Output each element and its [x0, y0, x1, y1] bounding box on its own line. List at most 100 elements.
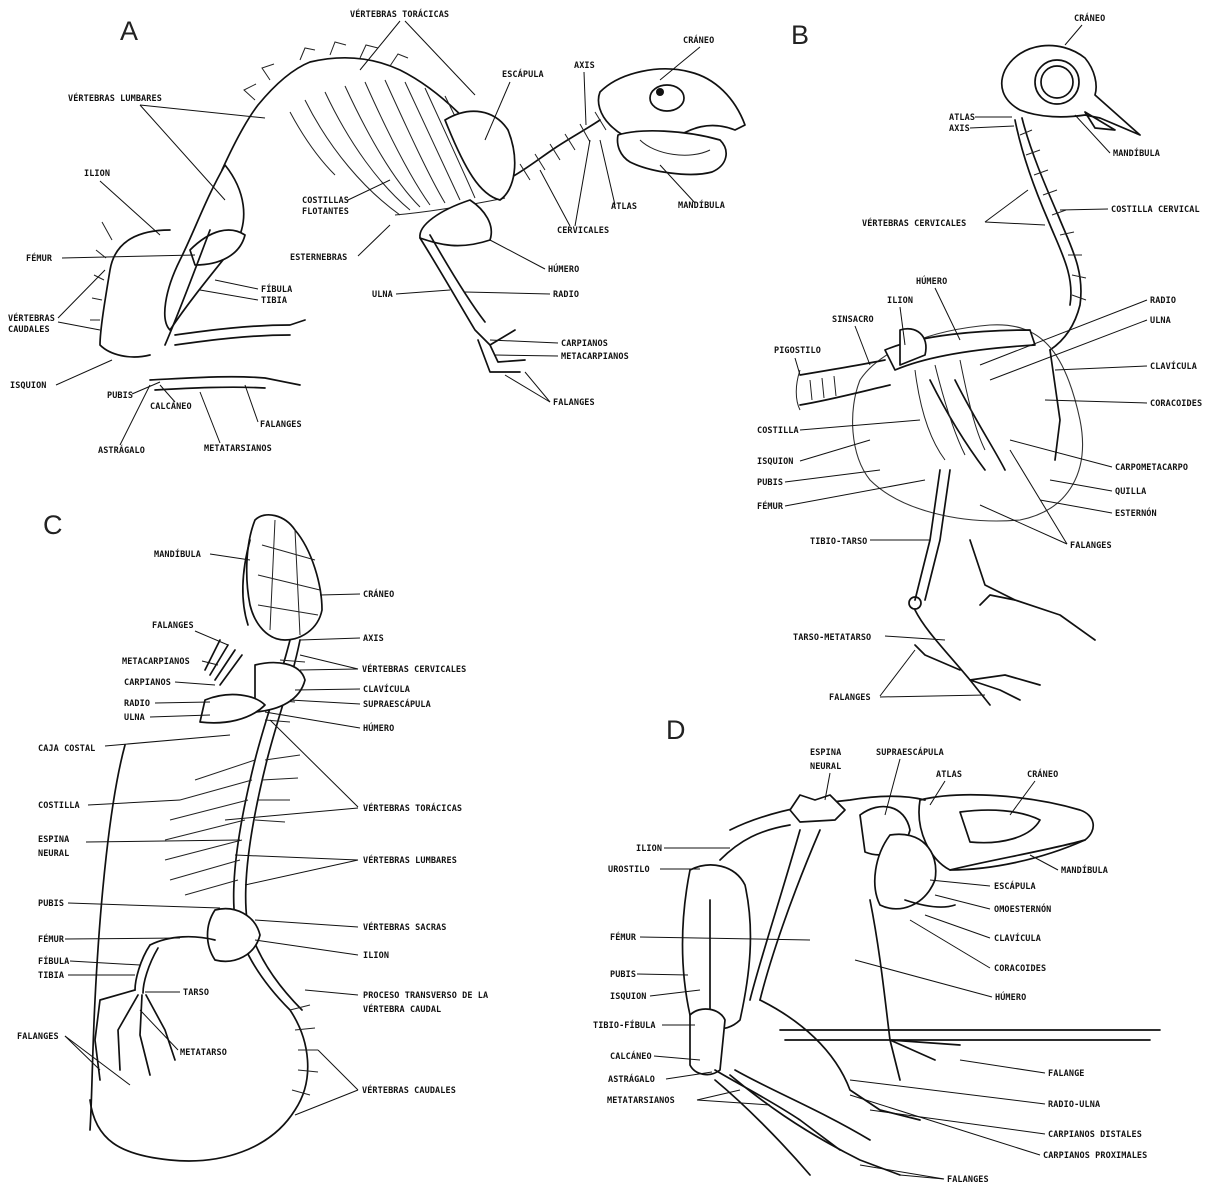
label-d-isquion: ISQUION: [610, 992, 647, 1002]
label-c-espina-1: ESPINA: [38, 835, 69, 845]
label-c-proceso-2: VÉRTEBRA CAUDAL: [363, 1003, 441, 1015]
label-b-femur: FÉMUR: [757, 500, 784, 512]
label-a-mandibula: MANDÍBULA: [678, 199, 725, 211]
panel-a-hindlimb-drawing: [150, 165, 305, 390]
label-a-vertebras-lumbares: VÉRTEBRAS LUMBARES: [68, 92, 162, 104]
label-d-atlas: ATLAS: [936, 770, 962, 780]
label-c-tarso: TARSO: [183, 988, 209, 998]
label-d-calcaneo: CALCÁNEO: [610, 1050, 652, 1062]
panel-a-tail-drawing: [100, 230, 170, 357]
label-b-radio: RADIO: [1150, 296, 1176, 306]
label-a-fibula: FÍBULA: [261, 283, 292, 295]
label-b-tarso-metatarso: TARSO-METATARSO: [793, 633, 871, 643]
label-c-radio: RADIO: [124, 699, 150, 709]
label-b-coracoides: CORACOIDES: [1150, 399, 1202, 409]
label-c-metacarpianos: METACARPIANOS: [122, 657, 190, 667]
label-a-esternebras: ESTERNEBRAS: [290, 253, 347, 263]
panel-c-line-drawing: [90, 745, 125, 1130]
label-d-coracoides: CORACOIDES: [994, 964, 1046, 974]
panel-a-letter: A: [120, 16, 138, 46]
label-b-craneo: CRÁNEO: [1074, 12, 1105, 24]
panel-a-forelimb-drawing: [420, 200, 525, 372]
label-c-supraescapula: SUPRAESCÁPULA: [363, 698, 431, 710]
label-c-ilion: ILION: [363, 951, 389, 961]
label-d-craneo: CRÁNEO: [1027, 768, 1058, 780]
label-a-tibia: TIBIA: [261, 296, 287, 306]
label-a-ilion: ILION: [84, 169, 110, 179]
label-d-falange: FALANGE: [1048, 1069, 1085, 1079]
panel-d-letter: D: [666, 715, 686, 745]
label-a-astragalo: ASTRÁGALO: [98, 444, 145, 456]
label-c-vertebras-sacras: VÉRTEBRAS SACRAS: [363, 921, 446, 933]
label-c-carpianos: CARPIANOS: [124, 678, 171, 688]
label-d-supraescapula: SUPRAESCÁPULA: [876, 746, 944, 758]
label-b-quilla: QUILLA: [1115, 487, 1146, 497]
label-d-urostilo: UROSTILO: [608, 865, 650, 875]
label-c-espina-2: NEURAL: [38, 849, 69, 859]
label-a-costillas-2: FLOTANTES: [302, 207, 349, 217]
panel-c-ribs-drawing: [165, 755, 300, 895]
label-c-vertebras-cervicales: VÉRTEBRAS CERVICALES: [362, 663, 466, 675]
label-a-carpianos: CARPIANOS: [561, 339, 608, 349]
label-b-pubis: PUBIS: [757, 478, 783, 488]
label-d-metatarsianos: METATARSIANOS: [607, 1096, 675, 1106]
label-b-falanges-ala: FALANGES: [1070, 541, 1112, 551]
label-c-humero: HÚMERO: [363, 722, 394, 734]
panel-d-hindlimb-drawing: [683, 865, 901, 1175]
label-b-sinsacro: SINSACRO: [832, 315, 874, 325]
label-d-omoesternon: OMOESTERNÓN: [994, 903, 1051, 915]
label-b-ilion: ILION: [887, 296, 913, 306]
label-b-falanges-pie: FALANGES: [829, 693, 871, 703]
label-c-metatarso: METATARSO: [180, 1048, 227, 1058]
label-c-falanges-mano: FALANGES: [152, 621, 194, 631]
label-c-clavicula: CLAVÍCULA: [363, 683, 410, 695]
label-c-mandibula: MANDÍBULA: [154, 548, 201, 560]
label-c-vertebras-caudales: VÉRTEBRAS CAUDALES: [362, 1084, 456, 1096]
label-c-vertebras-lumbares: VÉRTEBRAS LUMBARES: [363, 854, 457, 866]
label-a-calcaneo: CALCÁNEO: [150, 400, 192, 412]
label-c-caja-costal: CAJA COSTAL: [38, 744, 95, 754]
label-d-tibio-fibula: TIBIO-FÍBULA: [593, 1019, 656, 1031]
label-a-falanges-mano: FALANGES: [553, 398, 595, 408]
label-a-humero: HÚMERO: [548, 263, 579, 275]
label-a-vertebras-toracicas: VÉRTEBRAS TORÁCICAS: [350, 8, 449, 20]
label-d-astragalo: ASTRÁGALO: [608, 1073, 655, 1085]
label-b-isquion: ISQUION: [757, 457, 794, 467]
label-c-pubis: PUBIS: [38, 899, 64, 909]
label-a-cervicales: CERVICALES: [557, 226, 609, 236]
panel-c-forelimb-drawing: [200, 640, 305, 723]
panel-c-salamander: C MANDÍBULA CRÁNEO: [17, 510, 488, 1161]
panel-b-labels: CRÁNEO ATLAS AXIS MANDÍBULA VÉRTEBRAS CE…: [757, 12, 1202, 703]
panel-c-spine-drawing: [90, 640, 308, 1161]
label-d-espina-2: NEURAL: [810, 762, 841, 772]
panel-b-letter: B: [791, 20, 809, 50]
label-d-radio-ulna: RADIO-ULNA: [1048, 1100, 1100, 1110]
label-d-escapula: ESCÁPULA: [994, 880, 1036, 892]
label-b-esternon: ESTERNÓN: [1115, 507, 1157, 519]
label-b-costilla-cervical: COSTILLA CERVICAL: [1111, 205, 1200, 215]
label-a-pubis: PUBIS: [107, 391, 133, 401]
label-c-proceso-1: PROCESO TRANSVERSO DE LA: [363, 991, 488, 1001]
label-a-metacarpianos: METACARPIANOS: [561, 352, 629, 362]
panel-c-letter: C: [43, 510, 63, 540]
label-b-vertebras-cervicales: VÉRTEBRAS CERVICALES: [862, 217, 966, 229]
label-c-costilla: COSTILLA: [38, 801, 80, 811]
label-a-vertebras-caudales-1: VÉRTEBRAS: [8, 312, 55, 324]
label-a-isquion: ISQUION: [10, 381, 47, 391]
label-b-axis: AXIS: [949, 124, 970, 134]
label-d-carpianos-distales: CARPIANOS DISTALES: [1048, 1130, 1142, 1140]
panel-b-body-drawing: [796, 325, 1082, 521]
label-d-mandibula: MANDÍBULA: [1061, 864, 1108, 876]
label-d-espina-1: ESPINA: [810, 748, 841, 758]
label-b-clavicula: CLAVÍCULA: [1150, 360, 1197, 372]
label-b-ulna: ULNA: [1150, 316, 1171, 326]
label-b-costilla: COSTILLA: [757, 426, 799, 436]
label-d-clavicula: CLAVÍCULA: [994, 932, 1041, 944]
label-d-falanges: FALANGES: [947, 1175, 989, 1185]
panel-c-skull-drawing: [243, 515, 322, 640]
label-c-axis: AXIS: [363, 634, 384, 644]
label-c-ulna: ULNA: [124, 713, 145, 723]
label-c-fibula: FÍBULA: [38, 955, 69, 967]
label-c-craneo: CRÁNEO: [363, 588, 394, 600]
